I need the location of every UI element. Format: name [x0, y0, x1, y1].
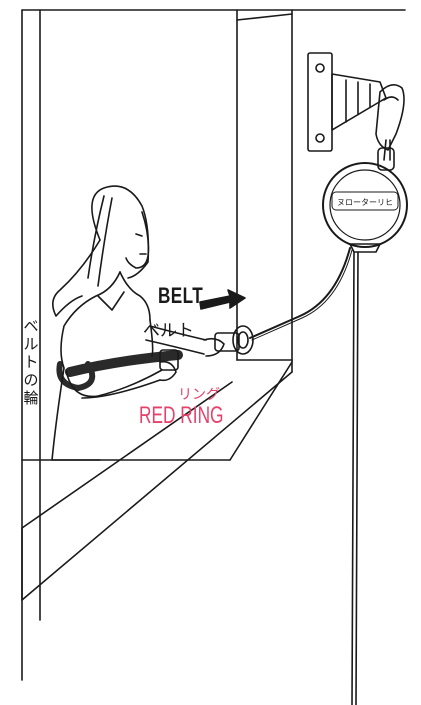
belt-label-jp: ベルト: [143, 316, 194, 341]
belt-loop-label-jp: ベルトの輪: [22, 318, 40, 408]
retractable-reel: [323, 163, 407, 705]
ring-label-jp: リング: [178, 384, 220, 404]
carabiner: [376, 85, 404, 170]
belt-graphic: [59, 350, 178, 388]
wall-bracket: [308, 53, 386, 151]
red-ring-label-en: RED RING: [139, 402, 223, 430]
arrow-right-icon: [200, 290, 245, 309]
belt-label-en: BELT: [158, 283, 203, 309]
reel-label: ヌローターリヒ: [337, 198, 393, 207]
wall-structure: [22, 10, 405, 680]
cord: [250, 248, 350, 338]
